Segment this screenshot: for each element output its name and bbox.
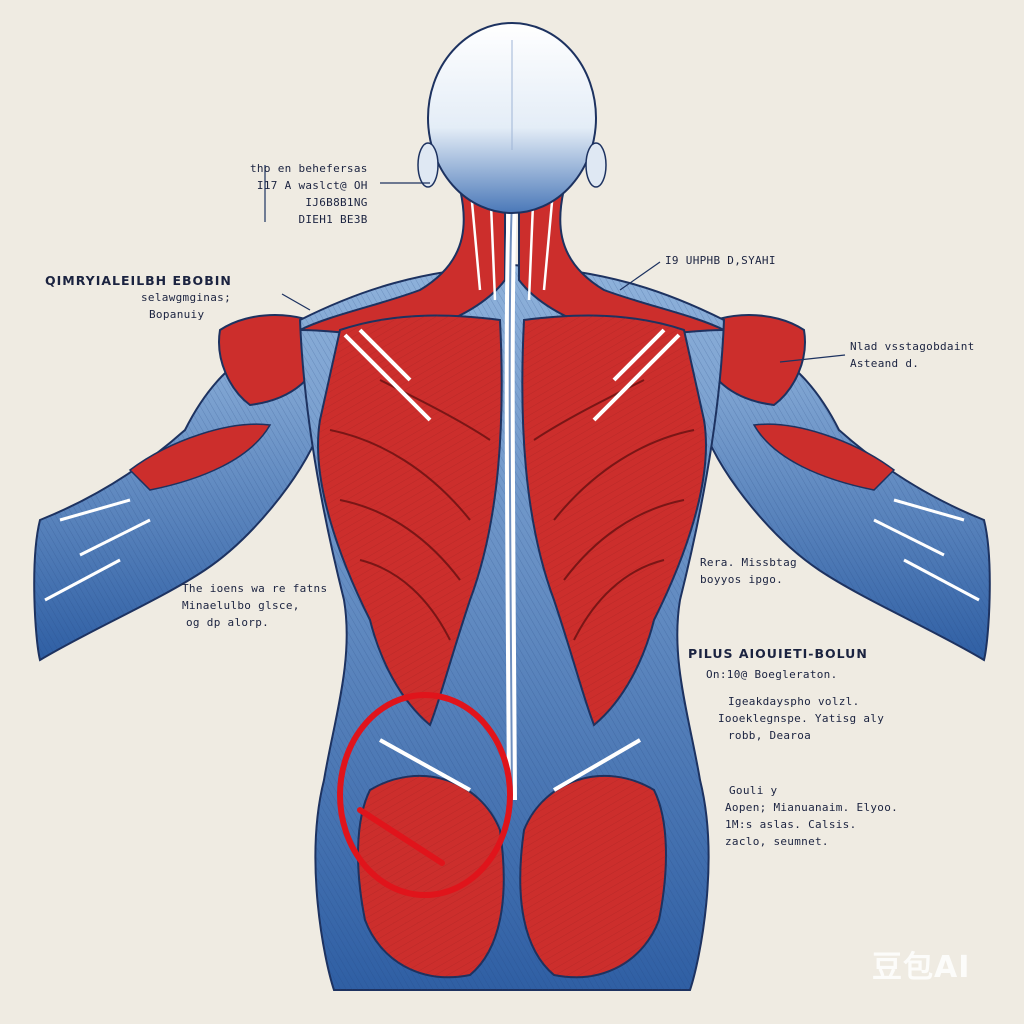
upper-left-title: QIMRYIALEILBH EBOBIN: [45, 273, 232, 288]
right-arm: [692, 314, 991, 662]
trapezius-label: I9 UHPHB D,SYAHI: [665, 254, 776, 267]
bottom-right-annotation: Gouli y Aopen; Mianuanaim. Elyoo. 1M:s a…: [725, 782, 898, 850]
neck-line-4: DIEH1 BE3B: [298, 213, 368, 226]
bottom-right-line-3: 1M:s aslas. Calsis.: [725, 818, 857, 831]
left-mid-line-3: og dp alorp.: [186, 616, 270, 629]
neck-annotation: tho en behefersas I17 A waslct@ OH IJ6B8…: [250, 160, 368, 228]
right-shoulder-line-1: Nlad vsstagobdaint: [850, 340, 975, 353]
leader-lines: [264, 165, 846, 363]
lower-right-line-3: Iooeklegnspe. Yatisg aly: [718, 712, 885, 725]
right-shoulder-line-2: Asteand d.: [850, 357, 920, 370]
trapezius-annotation: I9 UHPHB D,SYAHI: [665, 252, 776, 269]
upper-left-annotation: QIMRYIALEILBH EBOBIN selawgmginas; Bopan…: [45, 272, 232, 323]
lower-right-title: PILUS AIOUIETI-BOLUN: [688, 646, 868, 661]
left-mid-line-2: Minaelulbo glsce,: [182, 599, 300, 612]
bottom-right-line-1: Gouli y: [729, 784, 778, 797]
neck-line-1: tho en behefersas: [250, 162, 368, 175]
back-muscles-right: [521, 314, 707, 727]
neck-line-3: IJ6B8B1NG: [305, 196, 368, 209]
upper-left-line-2: Bopanuiy: [149, 308, 205, 321]
neck-line-2: I17 A waslct@ OH: [256, 179, 368, 192]
highlight-circle-marker: [337, 692, 513, 898]
upper-left-line-1: selawgmginas;: [141, 291, 231, 304]
right-mid-annotation: Rera. Missbtag boyyos ipgo.: [700, 554, 797, 588]
trapezius: [299, 168, 725, 336]
right-mid-line-1: Rera. Missbtag: [700, 556, 797, 569]
bottom-right-line-2: Aopen; Mianuanaim. Elyoo.: [725, 801, 899, 814]
back-muscles-left: [317, 314, 503, 727]
lower-right-line-1: On:10@ Boegleraton.: [706, 668, 838, 681]
lower-right-annotation: PILUS AIOUIETI-BOLUN On:10@ Boegleraton.…: [688, 645, 884, 744]
left-mid-line-1: The ioens wa re fatns: [182, 582, 328, 595]
left-mid-annotation: The ioens wa re fatns Minaelulbo glsce, …: [182, 580, 327, 631]
lower-right-line-4: robb, Dearoa: [728, 729, 812, 742]
head: [417, 22, 607, 214]
right-shoulder-annotation: Nlad vsstagobdaint Asteand d.: [850, 338, 975, 372]
gluteal-muscles: [357, 738, 667, 979]
lower-right-line-2: Igeakdayspho volzl.: [728, 695, 860, 708]
bottom-right-line-4: zaclo, seumnet.: [725, 835, 829, 848]
right-mid-line-2: boyyos ipgo.: [700, 573, 784, 586]
watermark-logo: 豆包AI: [872, 950, 971, 985]
